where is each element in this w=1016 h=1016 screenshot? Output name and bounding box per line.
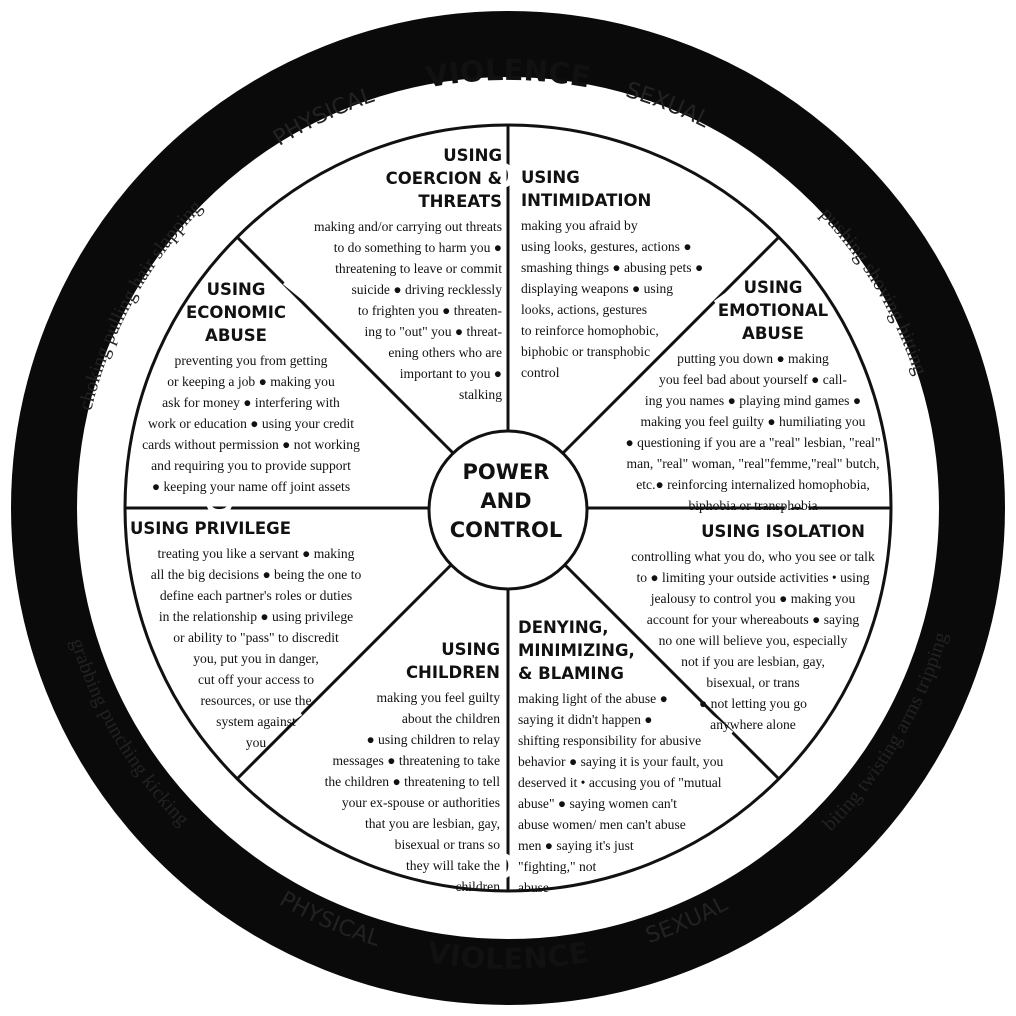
spoke	[559, 235, 781, 457]
sector-title: DENYING, MINIMIZING, & BLAMING	[518, 618, 635, 683]
sector-title: USING COERCION & THREATS	[385, 146, 502, 211]
sector-body: making and/or carrying out threats to do…	[314, 219, 502, 402]
sector-body: making you afraid by using looks, gestur…	[521, 218, 704, 380]
sector-body: treating you like a servant ● making all…	[150, 546, 362, 750]
sector-privilege: USING PRIVILEGE treating you like a serv…	[126, 517, 386, 753]
sector-denying: DENYING, MINIMIZING, & BLAMING making li…	[518, 616, 754, 898]
sector-body: controlling what you do, who you see or …	[631, 549, 875, 732]
sector-intimidation: USING INTIMIDATION making you afraid by …	[521, 166, 731, 383]
violence-top: VIOLENCE	[423, 53, 592, 94]
sector-economic: USING ECONOMIC ABUSE preventing you from…	[126, 278, 376, 497]
sector-title: USING EMOTIONAL ABUSE	[717, 278, 829, 343]
sector-coercion: USING COERCION & THREATS making and/or c…	[296, 144, 502, 405]
sector-title: USING CHILDREN	[405, 640, 500, 682]
sector-title: USING ISOLATION	[701, 522, 865, 541]
sector-title: USING ECONOMIC ABUSE	[186, 280, 286, 345]
sector-title: USING PRIVILEGE	[130, 519, 291, 538]
spoke	[235, 559, 457, 781]
center-label: POWER AND CONTROL	[449, 460, 563, 542]
sector-title: USING INTIMIDATION	[521, 168, 652, 210]
outer-ring	[11, 11, 1005, 1005]
sector-children: USING CHILDREN making you feel guilty ab…	[298, 638, 500, 897]
sector-emotional: USING EMOTIONAL ABUSE putting you down ●…	[612, 276, 894, 516]
sector-body: preventing you from getting or keeping a…	[142, 353, 360, 494]
center-circle	[427, 429, 589, 591]
spoke	[235, 235, 457, 457]
spokes	[125, 125, 891, 891]
sector-body: making light of the abuse ● saying it di…	[518, 691, 724, 895]
sector-body: making you feel guilty about the childre…	[324, 690, 500, 894]
spoke	[559, 559, 781, 781]
sector-body: putting you down ● making you feel bad a…	[625, 351, 881, 513]
sector-isolation: USING ISOLATION controlling what you do,…	[614, 520, 892, 735]
